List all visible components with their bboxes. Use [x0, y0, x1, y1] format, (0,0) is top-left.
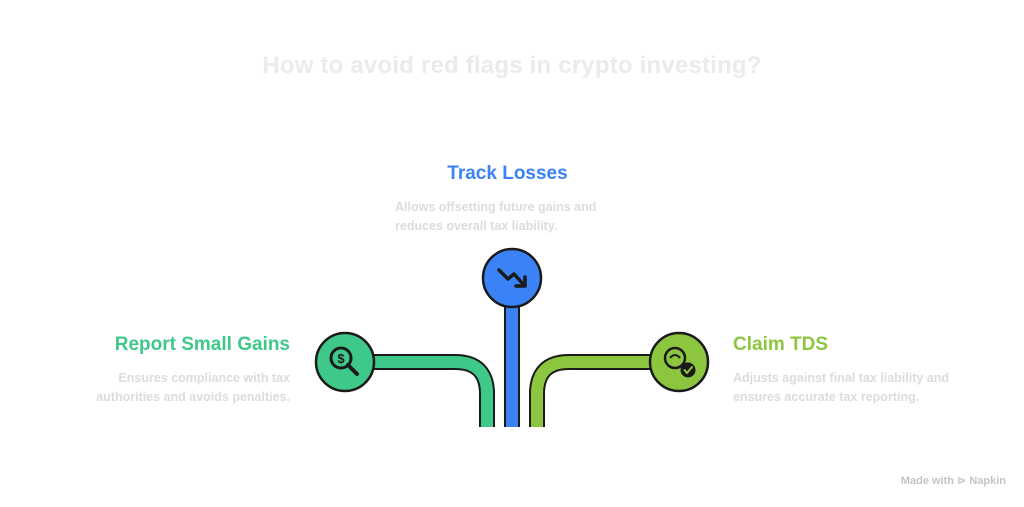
description-claim-tds: Adjusts against final tax liability and …: [733, 371, 950, 404]
heading-report-small-gains: Report Small Gains: [114, 334, 290, 355]
node-claim-tds: [648, 331, 710, 393]
description-report-small-gains: Ensures compliance with tax authorities …: [96, 371, 290, 404]
svg-text:$: $: [337, 351, 345, 366]
dollar-search-icon: $: [329, 346, 359, 376]
trend-down-arrow-icon: [497, 268, 527, 288]
heading-claim-tds: Claim TDS: [733, 334, 829, 355]
coin-check-icon: [663, 346, 696, 378]
heading-track-losses: Track Losses: [447, 163, 568, 184]
page-title: How to avoid red flags in crypto investi…: [262, 52, 762, 79]
node-track-losses: [481, 247, 543, 309]
description-track-losses: Allows offsetting future gains and reduc…: [395, 200, 597, 233]
node-report-small-gains: $: [314, 331, 376, 393]
footer-credit: Made with ⊳ Napkin: [900, 475, 1006, 487]
